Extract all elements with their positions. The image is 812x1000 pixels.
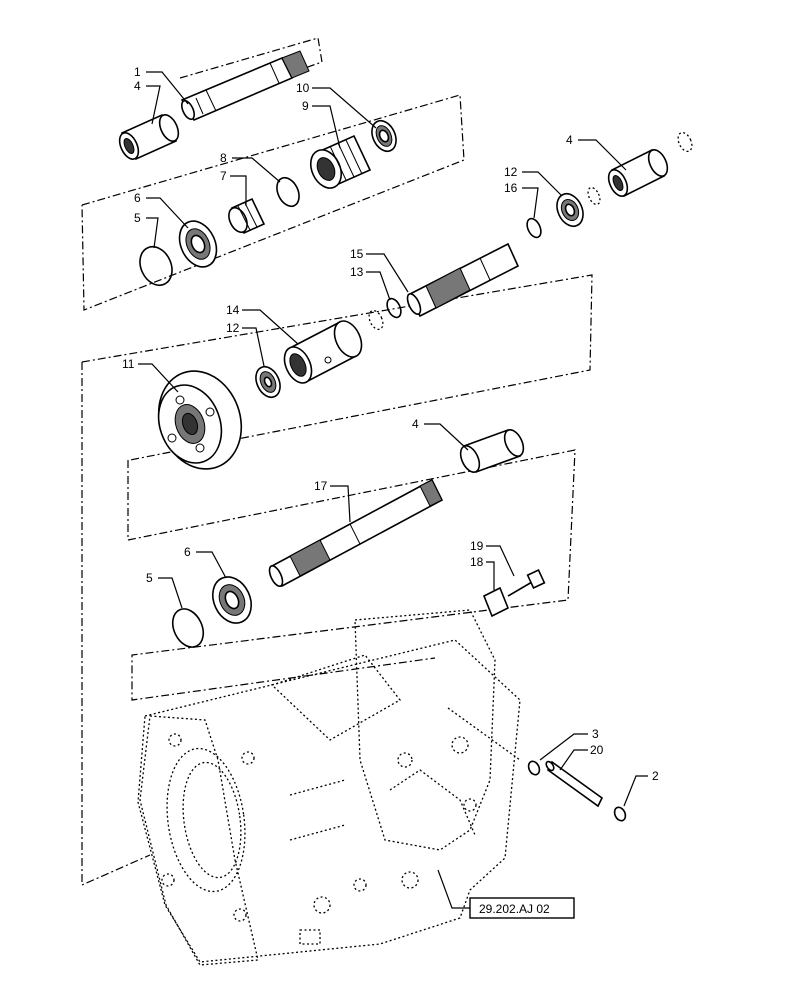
- part-1-shaft: [180, 50, 310, 122]
- callout-4-right: 4: [566, 133, 573, 147]
- part-5-circlip-lower: [171, 608, 205, 648]
- callout-labels: 1 4 10 9 8 7 6 5 4 12 16 15 13 14 12 11 …: [122, 65, 659, 783]
- callout-11: 11: [122, 357, 135, 371]
- callout-1: 1: [134, 65, 141, 79]
- part-9-gear: [309, 134, 372, 189]
- callout-12-left: 12: [226, 321, 240, 335]
- reference-label[interactable]: 29.202.AJ 02: [479, 902, 550, 916]
- callout-7: 7: [220, 169, 227, 183]
- part-12-bearing-left: [255, 365, 281, 399]
- part-11-planetary-carrier: [157, 370, 243, 470]
- callout-6-lower: 6: [184, 545, 191, 559]
- part-6-bearing-lower: [211, 576, 253, 624]
- callout-5-upper: 5: [134, 211, 141, 225]
- callout-16: 16: [504, 181, 518, 195]
- part-13-ring: [386, 297, 402, 319]
- callout-20: 20: [590, 743, 604, 757]
- small-ring-right: [587, 186, 601, 206]
- callout-15: 15: [350, 247, 364, 261]
- part-4-sleeve-middle: [459, 428, 525, 474]
- callout-2: 2: [652, 769, 659, 783]
- transmission-housing: [137, 609, 521, 966]
- part-6-bearing-upper: [178, 220, 218, 268]
- part-8-snap-ring: [276, 176, 300, 208]
- part-12-bearing-right: [556, 192, 584, 228]
- part-18-lock-plate: [482, 586, 510, 618]
- callout-9: 9: [302, 99, 309, 113]
- part-14-hub: [283, 320, 363, 384]
- callout-18: 18: [470, 555, 484, 569]
- part-10-bearing: [371, 119, 397, 153]
- part-16-ring: [526, 217, 542, 239]
- callout-8: 8: [220, 151, 227, 165]
- part-20-pin: [545, 760, 604, 808]
- callout-5-lower: 5: [146, 571, 153, 585]
- assembly-boundary-lines: [81, 37, 593, 886]
- callout-12-right: 12: [504, 165, 518, 179]
- part-15-shaft: [406, 242, 520, 318]
- part-19-bolt: [507, 569, 546, 597]
- callout-6-upper: 6: [134, 191, 141, 205]
- part-4-sleeve-right: [607, 148, 669, 198]
- part-4-sleeve-top: [118, 113, 180, 161]
- callout-4-middle: 4: [412, 417, 419, 431]
- part-2-o-ring: [613, 806, 627, 822]
- callout-17: 17: [314, 479, 328, 493]
- callout-3: 3: [592, 727, 599, 741]
- reference-link[interactable]: 29.202.AJ 02: [469, 897, 575, 919]
- part-13-washer: [368, 309, 384, 331]
- callout-4-top: 4: [134, 79, 141, 93]
- callout-13: 13: [350, 265, 364, 279]
- small-washer-far-right: [677, 131, 693, 153]
- callout-10: 10: [296, 81, 310, 95]
- part-17-shaft: [268, 478, 444, 588]
- part-3-o-ring: [527, 760, 541, 776]
- callout-19: 19: [470, 539, 484, 553]
- part-5-circlip-upper: [139, 245, 173, 287]
- reference-box[interactable]: [469, 897, 575, 919]
- leader-lines: [138, 71, 648, 909]
- callout-14: 14: [226, 303, 240, 317]
- part-7-needle-bearing: [228, 197, 266, 235]
